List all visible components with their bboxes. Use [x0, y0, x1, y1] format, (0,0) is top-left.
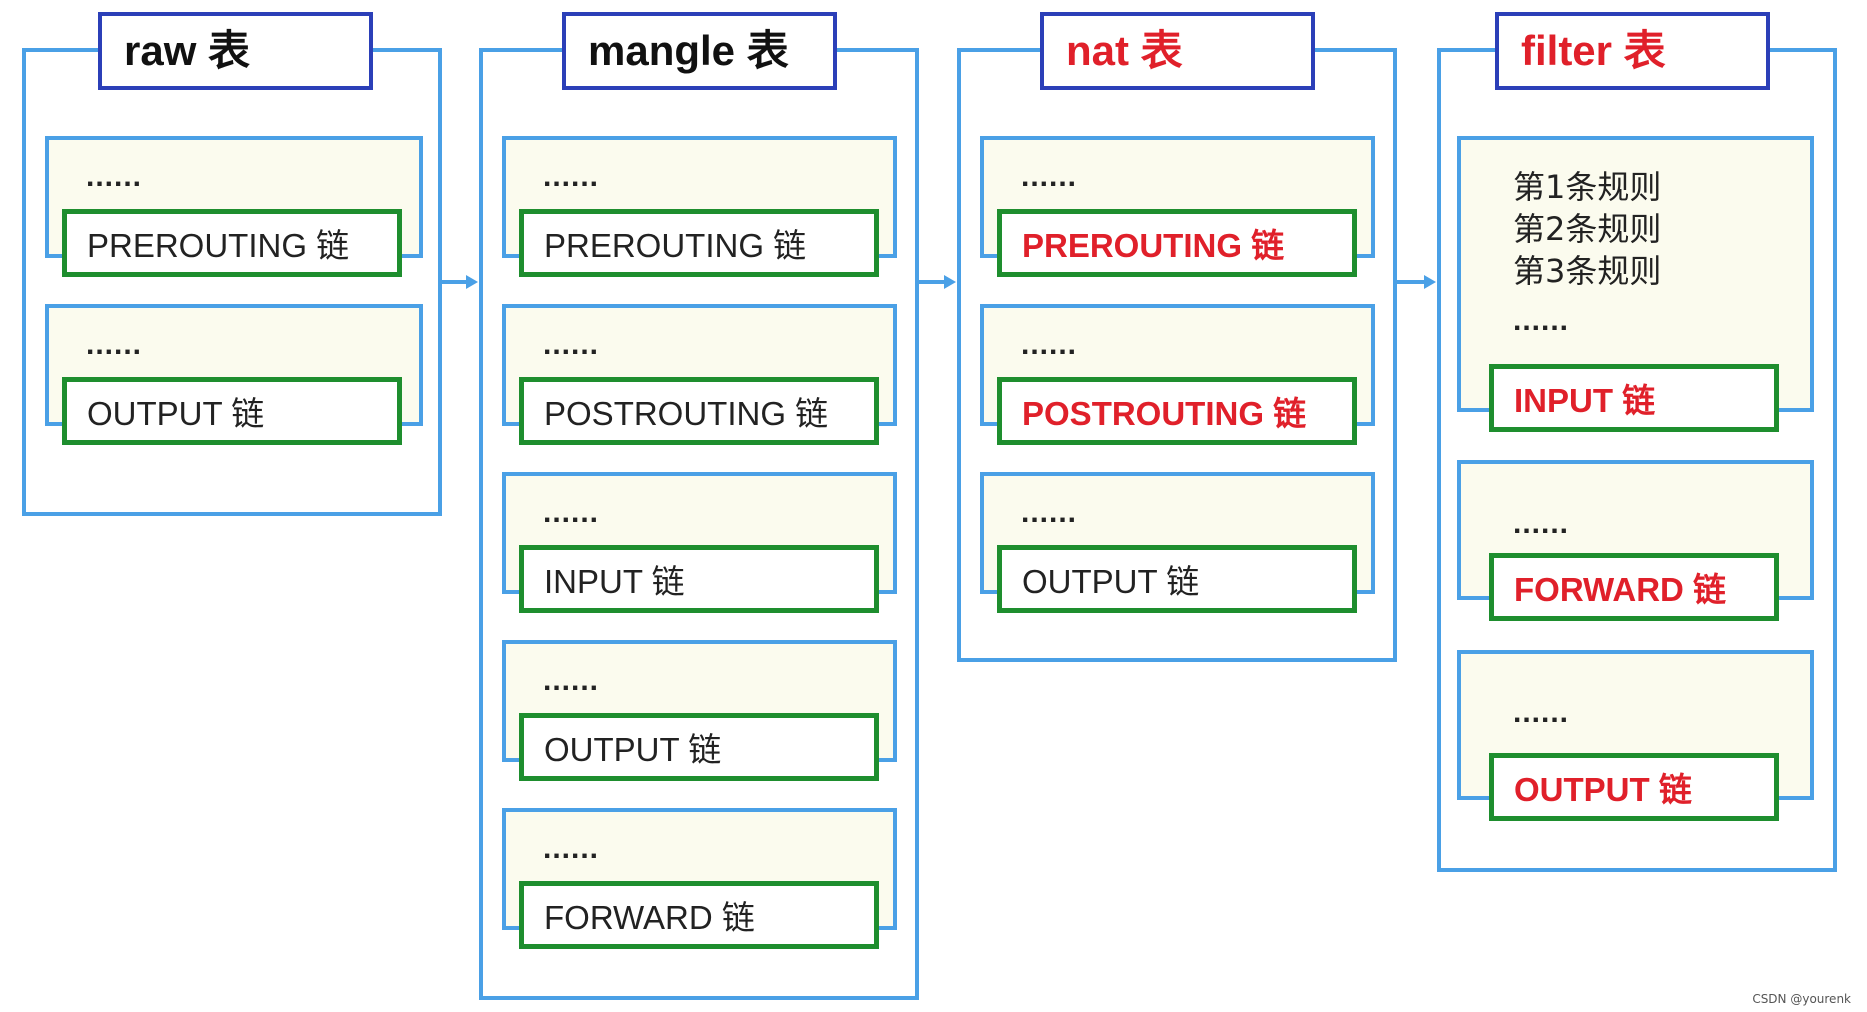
filter-title-highlight: filter 表: [1521, 27, 1666, 74]
filter-table-title: filter 表: [1495, 12, 1770, 90]
filter-rule-3: 第3条规则: [1513, 252, 1662, 290]
filter-rule-list: 第1条规则 第2条规则 第3条规则: [1513, 166, 1661, 292]
nat-output-ellipsis: ......: [1021, 496, 1078, 529]
filter-chain-output: OUTPUT 链: [1489, 753, 1779, 821]
mangle-chain-prerouting: PREROUTING 链: [519, 209, 879, 277]
arrow-mangle-to-nat-icon: [919, 275, 956, 289]
raw-prerouting-ellipsis: ......: [86, 160, 143, 193]
filter-rule-1: 第1条规则: [1513, 168, 1662, 206]
mangle-chain-forward: FORWARD 链: [519, 881, 879, 949]
raw-table-title: raw 表: [98, 12, 373, 90]
mangle-table-title: mangle 表: [562, 12, 837, 90]
raw-chain-output: OUTPUT 链: [62, 377, 402, 445]
filter-output-ellipsis: ......: [1513, 696, 1570, 729]
nat-chain-postrouting: POSTROUTING 链: [997, 377, 1357, 445]
mangle-chain-input: INPUT 链: [519, 545, 879, 613]
filter-chain-forward: FORWARD 链: [1489, 553, 1779, 621]
mangle-prerouting-ellipsis: ......: [543, 160, 600, 193]
filter-input-ellipsis: ......: [1513, 304, 1570, 337]
mangle-input-ellipsis: ......: [543, 496, 600, 529]
nat-title-highlight: nat 表: [1066, 27, 1183, 74]
watermark: CSDN @yourenk: [1752, 992, 1851, 1006]
filter-rule-2: 第2条规则: [1513, 210, 1662, 248]
mangle-postrouting-ellipsis: ......: [543, 328, 600, 361]
nat-table-title: nat 表: [1040, 12, 1315, 90]
nat-chain-prerouting: PREROUTING 链: [997, 209, 1357, 277]
mangle-output-ellipsis: ......: [543, 664, 600, 697]
mangle-forward-ellipsis: ......: [543, 832, 600, 865]
arrow-raw-to-mangle-icon: [442, 275, 478, 289]
filter-chain-input: INPUT 链: [1489, 364, 1779, 432]
mangle-chain-postrouting: POSTROUTING 链: [519, 377, 879, 445]
raw-table: [22, 48, 442, 516]
raw-output-ellipsis: ......: [86, 328, 143, 361]
raw-chain-prerouting: PREROUTING 链: [62, 209, 402, 277]
nat-postrouting-ellipsis: ......: [1021, 328, 1078, 361]
mangle-chain-output: OUTPUT 链: [519, 713, 879, 781]
filter-forward-ellipsis: ......: [1513, 507, 1570, 540]
arrow-nat-to-filter-icon: [1397, 275, 1436, 289]
nat-prerouting-ellipsis: ......: [1021, 160, 1078, 193]
nat-chain-output: OUTPUT 链: [997, 545, 1357, 613]
